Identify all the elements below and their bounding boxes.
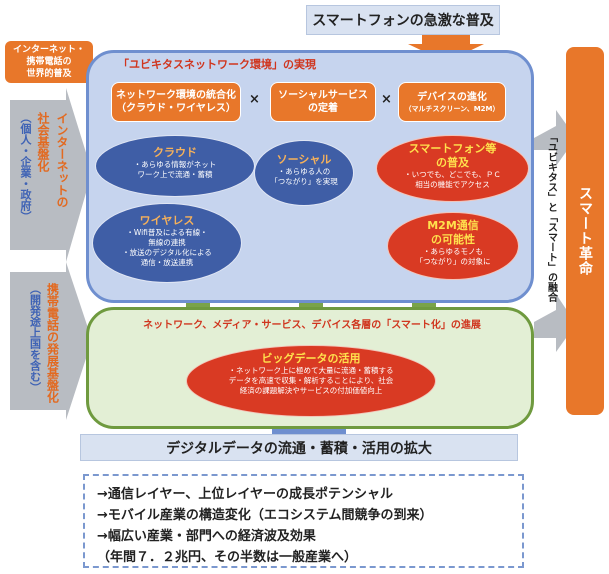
- smart-revolution-label: スマート革命: [577, 186, 593, 276]
- left-label-col: （開発途上国を含む）: [28, 283, 42, 393]
- down-arrow-top: [408, 35, 484, 62]
- ellipse-wireless: ワイヤレス ・Wifi普及による有線・ 無線の連携 ・放送のデジタル化による 通…: [92, 203, 242, 283]
- ellipse-smartphone: スマートフォン等 の普及 ・いつでも、どこでも、ＰＣ 相当の機能でアクセス: [376, 135, 529, 202]
- ellipse-body: 経済の課題解決やサービスの付加価値向上: [239, 386, 383, 395]
- ellipse-body: ・Wifi普及による有線・: [126, 228, 208, 237]
- box-social-service: ソーシャルサービス の定着: [270, 82, 376, 122]
- box-subline: （マルチスクリーン、M2M）: [404, 104, 500, 113]
- summary-line: →モバイル産業の構造変化（エコシステム間競争の到来）: [97, 508, 433, 523]
- box-network-integration: ネットワーク環境の統合化 （クラウド・ワイヤレス）: [111, 82, 241, 122]
- ellipse-body: 通信・放送連携: [140, 258, 194, 267]
- summary-line: （年間７．２兆円、その半数は一般産業へ）: [97, 550, 358, 565]
- times-symbol: ×: [381, 92, 392, 107]
- ellipse-body: ・いつでも、どこでも、ＰＣ: [404, 170, 501, 179]
- ellipse-body: ・あらゆる情報がネット: [133, 160, 217, 169]
- panel-title: 「ユビキタスネットワーク環境」の実現: [118, 58, 316, 71]
- ellipse-body: ・あらゆるモノも: [423, 247, 483, 256]
- box-line: ソーシャルサービス: [278, 90, 368, 101]
- ellipse-title: ビッグデータの活用: [261, 352, 361, 365]
- left-label-col: 社会基盤化: [36, 112, 50, 172]
- ellipse-body: ワーク上で流通・蓄積: [137, 170, 213, 179]
- summary-line: →幅広い産業・部門への経済波及効果: [97, 529, 316, 544]
- smart-revolution-bar: スマート革命: [566, 47, 604, 415]
- ellipse-title: ソーシャル: [276, 153, 332, 166]
- ellipse-social: ソーシャル ・あらゆる人の 「つながり」を実現: [254, 140, 354, 206]
- ellipse-body: ・あらゆる人の: [277, 167, 331, 176]
- left-label-col: 携帯電話の発展基盤化: [45, 283, 60, 403]
- ellipse-body: 無線の連携: [148, 238, 186, 247]
- ellipse-title: ワイヤレス: [139, 214, 195, 227]
- ellipse-body: 「つながり」を実現: [270, 177, 338, 186]
- box-line: の定着: [308, 103, 338, 114]
- ellipse-body: ・ネットワーク上に極めて大量に流通・蓄積する: [228, 366, 394, 375]
- left-arrow-internet: [10, 88, 92, 262]
- left-arrow-mobile: [10, 262, 92, 420]
- summary-line: →通信レイヤー、上位レイヤーの成長ポテンシャル: [97, 487, 393, 502]
- left-label-mobile: 携帯電話の発展基盤化 （開発途上国を含む）: [12, 283, 76, 411]
- times-symbol: ×: [249, 92, 260, 107]
- ellipse-m2m: M2M通信 の可能性 ・あらゆるモノも 「つながり」の対象に: [387, 212, 519, 280]
- left-label-col: （個人・企業・政府）: [19, 112, 32, 222]
- top-banner-smartphone-spread: スマートフォンの急激な普及: [306, 5, 500, 35]
- box-device-evolution: デバイスの進化 （マルチスクリーン、M2M）: [398, 82, 506, 122]
- tag-internet-mobile-spread: インターネット・ 携帯電話の 世界的普及: [5, 41, 93, 83]
- ellipse-title: クラウド: [153, 146, 197, 159]
- tag-line: インターネット・: [12, 45, 85, 55]
- green-panel-title: ネットワーク、メディア・サービス、デバイス各層の「スマート化」の進展: [143, 320, 481, 331]
- left-label-internet: インターネットの 社会基盤化 （個人・企業・政府）: [12, 112, 76, 262]
- box-line: ネットワーク環境の統合化: [116, 90, 236, 101]
- ellipse-body: データを高速で収集・解析することにより、社会: [228, 376, 394, 385]
- box-line: デバイスの進化: [417, 91, 487, 103]
- ellipse-body: 相当の機能でアクセス: [415, 180, 490, 189]
- ellipse-title: の普及: [436, 156, 469, 169]
- tag-line: 携帯電話の: [26, 57, 72, 67]
- ellipse-bigdata: ビッグデータの活用 ・ネットワーク上に極めて大量に流通・蓄積する データを高速で…: [186, 345, 436, 417]
- fusion-caption-text: 「ユビキタス」と「スマート」の融合: [545, 132, 557, 302]
- fusion-caption: 「ユビキタス」と「スマート」の融合: [540, 132, 562, 337]
- right-arrow-upper: [534, 110, 576, 166]
- ellipse-title: の可能性: [431, 233, 475, 246]
- ellipse-body: 「つながり」の対象に: [415, 257, 491, 266]
- box-line: （クラウド・ワイヤレス）: [116, 103, 236, 114]
- ellipse-title: M2M通信: [427, 219, 479, 232]
- summary-box: →通信レイヤー、上位レイヤーの成長ポテンシャル →モバイル産業の構造変化（エコシ…: [83, 474, 524, 568]
- ellipse-body: ・放送のデジタル化による: [122, 248, 212, 257]
- ellipse-cloud: クラウド ・あらゆる情報がネット ワーク上で流通・蓄積: [95, 135, 255, 197]
- bottom-banner-digital-data: デジタルデータの流通・蓄積・活用の拡大: [80, 434, 518, 461]
- tag-line: 世界的普及: [26, 69, 72, 79]
- ellipse-title: スマートフォン等: [408, 142, 497, 155]
- right-arrow-lower: [534, 294, 576, 352]
- left-label-col: インターネットの: [55, 112, 69, 208]
